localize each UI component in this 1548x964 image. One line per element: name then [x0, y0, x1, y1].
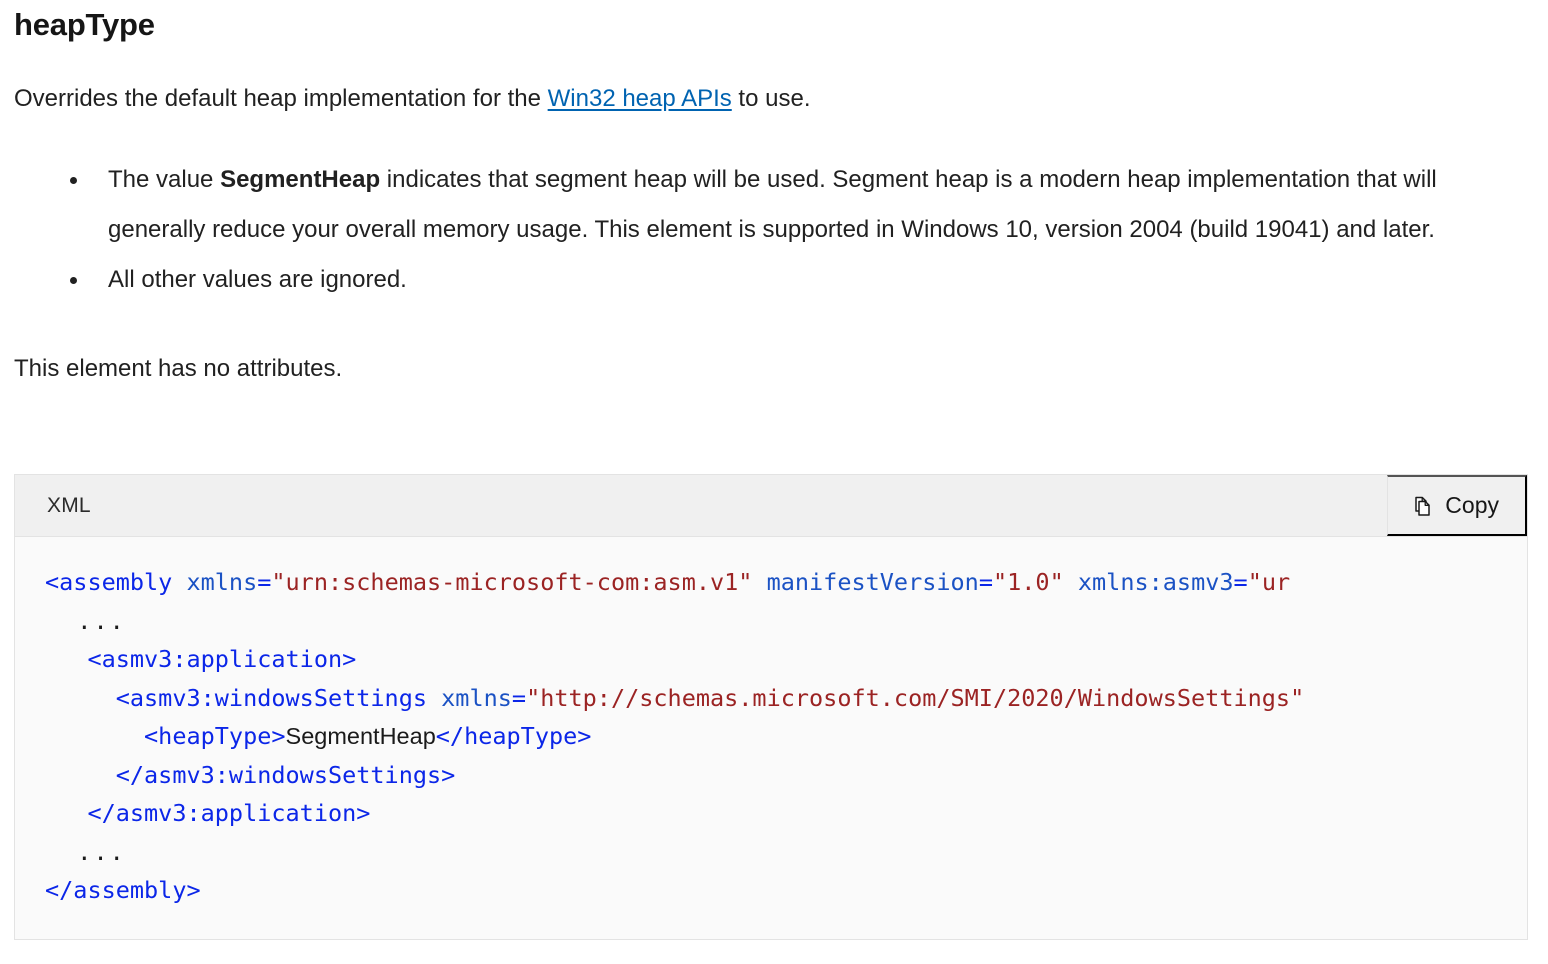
bullet-text-prefix: The value	[108, 165, 221, 193]
no-attributes-paragraph: This element has no attributes.	[14, 354, 343, 382]
code-token-tag: </asmv3:windowsSettings>	[45, 760, 456, 789]
code-token-str: "http://schemas.microsoft.com/SMI/2020/W…	[526, 683, 1305, 712]
bullet-strong-value: SegmentHeap	[220, 165, 381, 193]
code-token-attr: xmlns	[186, 568, 258, 596]
bullet-text-prefix: All other values are ignored.	[108, 265, 407, 293]
code-token-str: "urn:schemas-microsoft-com:asm.v1"	[271, 568, 753, 596]
code-token-tag: <heapType>	[45, 722, 286, 750]
line-ellipsis-bottom: ...	[45, 833, 1527, 872]
intro-text-before: Overrides the default heap implementatio…	[14, 85, 548, 113]
code-token-attr: manifestVersion	[766, 568, 979, 596]
line-assembly-close: </assembly>	[45, 871, 1527, 910]
copy-button[interactable]: Copy	[1387, 475, 1527, 536]
code-content[interactable]: <assembly xmlns="urn:schemas-microsoft-c…	[15, 537, 1527, 939]
code-token-tag: <asmv3:application>	[45, 645, 357, 673]
value-description-list: The value SegmentHeap indicates that seg…	[0, 155, 1548, 305]
code-token-attr: xmlns:asmv3	[1077, 568, 1234, 596]
copy-icon	[1410, 494, 1434, 518]
code-token-attr: xmlns	[441, 683, 512, 712]
code-token-eq: =	[511, 683, 527, 712]
list-item: The value SegmentHeap indicates that seg…	[70, 155, 1530, 255]
code-token-tag: </assembly>	[45, 876, 201, 904]
line-application-close: </asmv3:application>	[45, 794, 1527, 833]
win32-heap-apis-link[interactable]: Win32 heap APIs	[547, 85, 732, 113]
code-token-plain	[1064, 568, 1078, 596]
intro-paragraph: Overrides the default heap implementatio…	[0, 82, 1548, 117]
code-token-dots: ...	[45, 606, 126, 635]
code-token-eq: =	[257, 568, 272, 596]
code-lines: <assembly xmlns="urn:schemas-microsoft-c…	[45, 563, 1527, 910]
line-windowssettings-open: <asmv3:windowsSettings xmlns="http://sch…	[45, 679, 1527, 718]
intro-text-after: to use.	[731, 85, 811, 113]
code-token-tag: <assembly	[45, 568, 187, 596]
page-title: heapType	[14, 7, 155, 42]
code-token-text: SegmentHeap	[285, 723, 436, 749]
line-application-open: <asmv3:application>	[45, 640, 1527, 679]
bullet-text-suffix: indicates that segment heap will be used…	[108, 165, 1437, 243]
list-item: All other values are ignored.	[70, 255, 1530, 305]
code-token-eq: =	[1233, 568, 1248, 596]
code-block-header: XML Copy	[15, 475, 1527, 537]
code-language-label: XML	[47, 493, 91, 517]
line-ellipsis-top: ...	[45, 602, 1527, 641]
code-token-tag: <asmv3:windowsSettings	[45, 683, 442, 712]
copy-button-label: Copy	[1445, 492, 1499, 518]
code-token-dots: ...	[45, 837, 126, 866]
code-token-tag: </heapType>	[435, 722, 592, 750]
line-assembly-open: <assembly xmlns="urn:schemas-microsoft-c…	[45, 563, 1527, 602]
line-heaptype: <heapType>SegmentHeap</heapType>	[45, 717, 1527, 756]
code-token-tag: </asmv3:application>	[45, 799, 371, 827]
code-token-eq: =	[978, 568, 993, 596]
code-token-str: "1.0"	[992, 568, 1064, 596]
code-token-plain	[752, 568, 766, 596]
line-windowssettings-close: </asmv3:windowsSettings>	[45, 756, 1527, 795]
code-block: XML Copy <assembly xmlns="urn:schemas-mi…	[14, 474, 1528, 940]
code-token-str: "ur	[1247, 568, 1291, 596]
